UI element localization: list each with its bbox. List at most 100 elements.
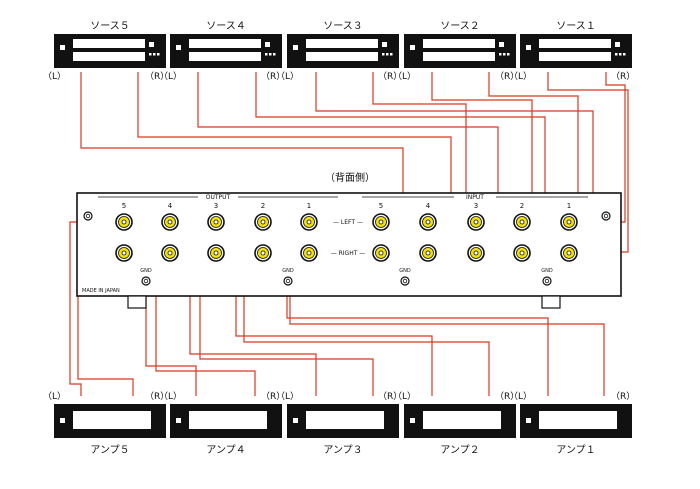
button-dot [149, 53, 152, 56]
amp-left-label: （L） [159, 391, 182, 402]
input-jack-right [419, 244, 437, 262]
button-dot [499, 53, 502, 56]
button-dot [390, 53, 393, 56]
source-device: ソース２ （L） （R） [393, 21, 519, 82]
gnd-label: GND [541, 268, 553, 274]
foot-right [541, 295, 561, 309]
view-label: （背面側） [325, 171, 375, 184]
button-dot [507, 53, 510, 56]
power-button [526, 418, 531, 423]
knob-icon [149, 42, 154, 47]
gnd-label: GND [399, 268, 411, 274]
amp-right-label: （R） [611, 391, 635, 402]
amp-right-label: （R） [378, 391, 402, 402]
input-jack-left [560, 213, 578, 231]
panel-jacks [83, 211, 611, 262]
source-device: ソース３（L）（R） [276, 21, 402, 82]
input-jack-left [513, 213, 531, 231]
input-channel-number: 1 [567, 202, 571, 210]
output-jack-left [115, 213, 133, 231]
source-name: ソース４ [206, 21, 246, 32]
amp-device: （L）（R）アンプ３ [276, 391, 402, 456]
source-left-label: （L） [43, 71, 66, 82]
amp-device: （L） （R） アンプ２ [393, 391, 519, 456]
input-jack-left [419, 213, 437, 231]
input-label: INPUT [466, 194, 484, 201]
output-jack-right [161, 244, 179, 262]
cable-2 [197, 72, 499, 209]
output-jack-left [300, 213, 318, 231]
knob-icon [615, 42, 620, 47]
button-dot [619, 53, 622, 56]
tray-window [423, 52, 495, 61]
cable-6 [431, 72, 533, 213]
source-left-label: （L） [393, 71, 416, 82]
power-button [60, 418, 65, 423]
gnd-label: GND [282, 268, 294, 274]
button-dot [269, 53, 272, 56]
button-dot [273, 53, 276, 56]
source-device: ソース１（L）（R） [509, 21, 635, 82]
source-name: ソース１ [556, 21, 596, 32]
tray-window [306, 52, 378, 61]
panel-body [76, 192, 622, 297]
input-channel-number: 2 [520, 202, 524, 210]
input-jack-right [560, 244, 578, 262]
amp-name: アンプ３ [323, 444, 362, 456]
button-dot [265, 53, 268, 56]
output-jack-right [115, 244, 133, 262]
amp-name: アンプ２ [440, 444, 479, 456]
left-row-label: — LEFT — [333, 219, 363, 226]
power-button [176, 45, 181, 50]
source-left-label: （L） [159, 71, 182, 82]
amp-display [423, 411, 501, 429]
output-channel-number: 4 [168, 202, 173, 210]
amp-name: アンプ４ [206, 444, 245, 456]
source-left-label: （L） [276, 71, 299, 82]
amp-left-label: （L） [393, 391, 416, 402]
output-channel-number: 2 [261, 202, 265, 210]
input-channel-number: 4 [426, 202, 431, 210]
output-jack-left [254, 213, 272, 231]
input-channel-number: 3 [474, 202, 478, 210]
amp-right-label: （R） [145, 391, 169, 402]
source-device: ソース５ （L） （R） [43, 21, 169, 82]
button-dot [503, 53, 506, 56]
output-jack-left [161, 213, 179, 231]
source-left-label: （L） [509, 71, 532, 82]
power-button [410, 45, 415, 50]
input-jack-left [372, 213, 390, 231]
source-name: ソース２ [440, 21, 480, 32]
button-dot [386, 53, 389, 56]
display-window [73, 39, 145, 48]
source-right-label: （R） [495, 71, 519, 82]
source-devices: ソース５（L）（R）ソース４（L）（R）ソース３（L）（R）ソース２（L）（R）… [43, 21, 635, 82]
amp-right-label: （R） [495, 391, 519, 402]
button-dot [153, 53, 156, 56]
power-button [293, 418, 298, 423]
amp-name: アンプ１ [556, 444, 595, 456]
power-button [526, 45, 531, 50]
output-channel-number: 5 [122, 202, 126, 210]
foot-left [127, 295, 147, 309]
ground-terminals: GND GND GND GND [140, 268, 553, 286]
input-jack-right [513, 244, 531, 262]
output-label: OUTPUT [206, 194, 231, 201]
amp-name: アンプ５ [90, 444, 129, 456]
button-dot [382, 53, 385, 56]
amp-display [189, 411, 267, 429]
button-dot [157, 53, 160, 56]
input-jack-left [467, 213, 485, 231]
source-device: ソース４（L）（R） [159, 21, 285, 82]
amp-device: （L）（R）アンプ４ [159, 391, 285, 456]
source-right-label: （R） [145, 71, 169, 82]
amp-devices: （L）（R）アンプ５（L）（R）アンプ４（L）（R）アンプ３（L）（R）アンプ２… [43, 391, 635, 456]
power-button [60, 45, 65, 50]
gnd-label: GND [140, 268, 152, 274]
input-jack-right [467, 244, 485, 262]
amp-display [73, 411, 151, 429]
source-name: ソース５ [90, 21, 130, 32]
output-jack-right [254, 244, 272, 262]
